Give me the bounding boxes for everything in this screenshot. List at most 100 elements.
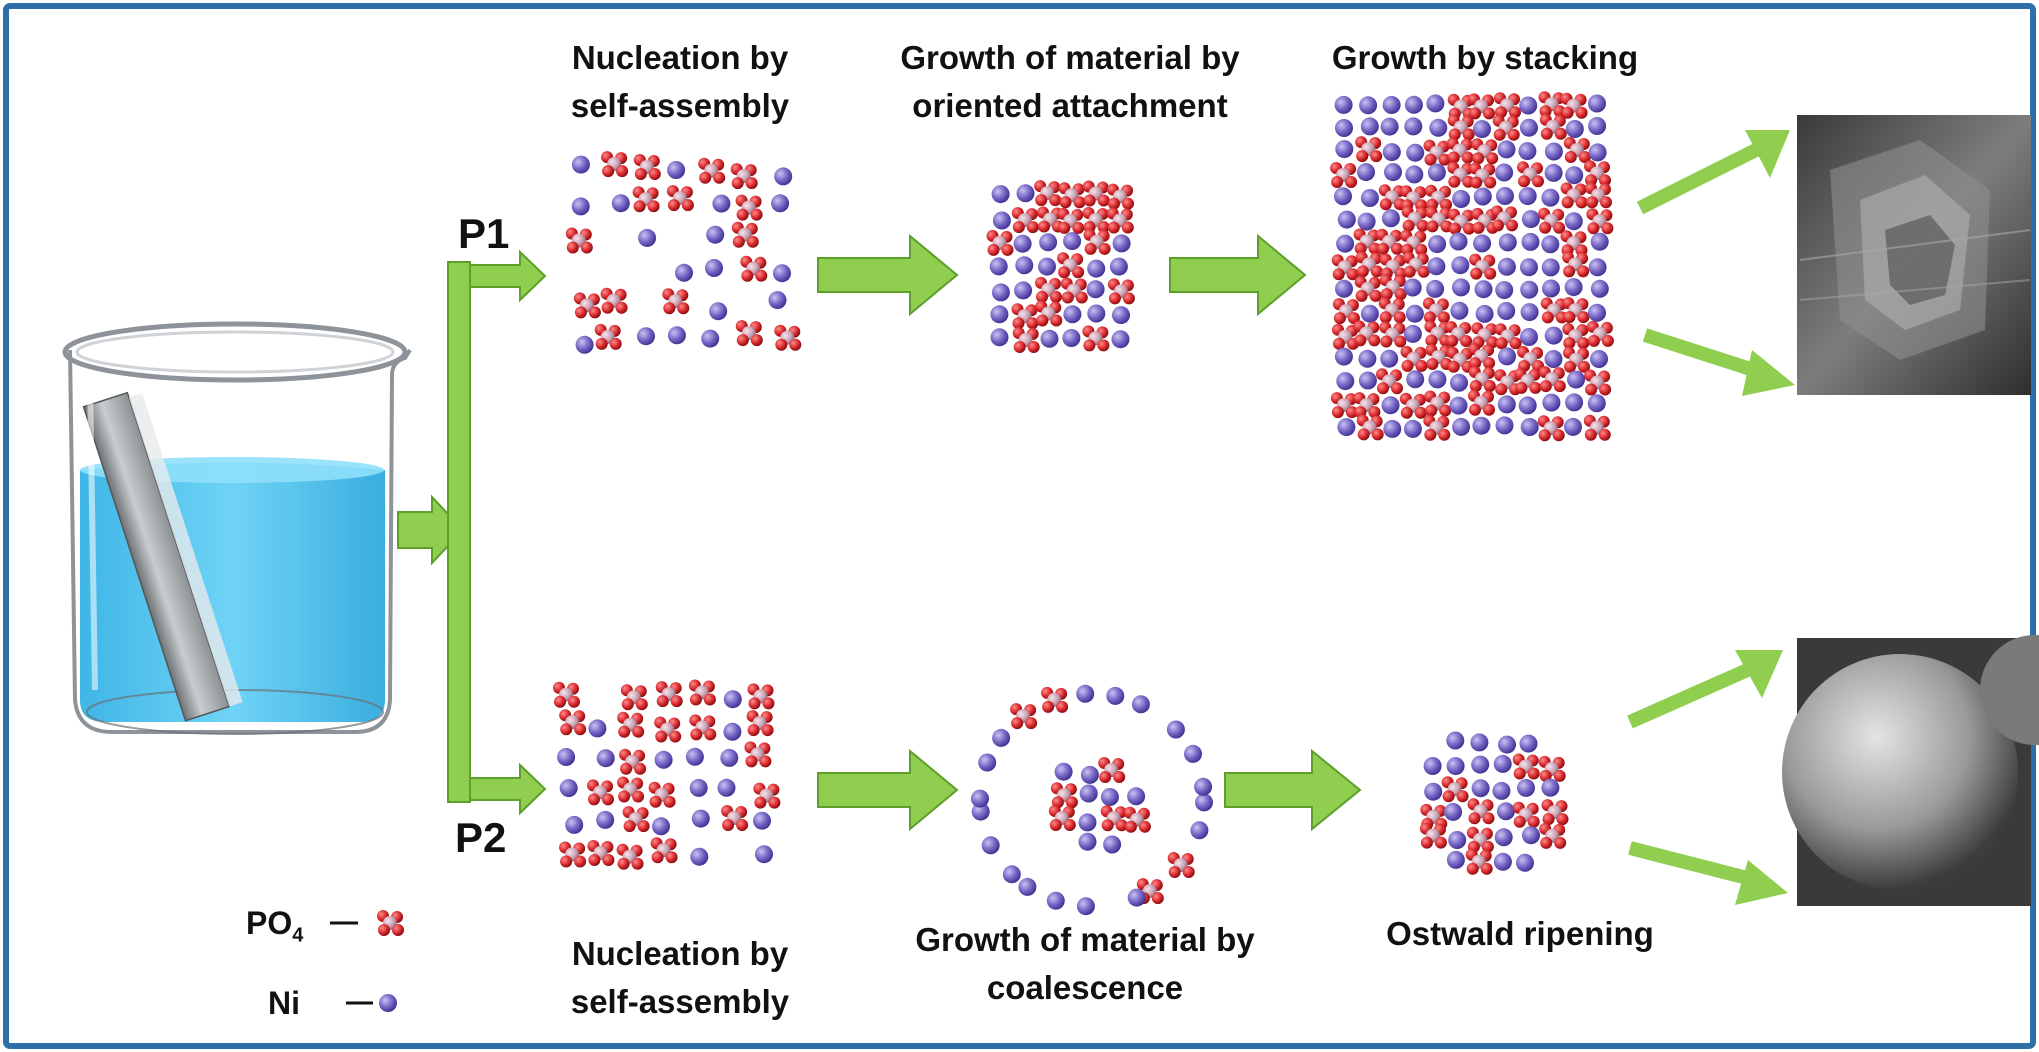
ni-atom bbox=[1565, 166, 1584, 185]
po4-molecule bbox=[1560, 182, 1588, 209]
po4-molecule bbox=[1512, 753, 1540, 780]
p1-branch-arrow bbox=[469, 249, 547, 303]
ni-atom bbox=[1103, 835, 1122, 854]
ni-atom bbox=[1473, 120, 1491, 139]
ni-atom bbox=[1335, 279, 1353, 298]
po4-molecule bbox=[1401, 205, 1429, 232]
ni-atom bbox=[1403, 419, 1422, 438]
ni-atom bbox=[978, 753, 997, 772]
ni-atom bbox=[1063, 232, 1082, 251]
po4-molecule bbox=[1465, 848, 1493, 875]
ni-atom bbox=[1565, 120, 1584, 138]
ni-atom bbox=[1195, 793, 1213, 812]
po4-molecule bbox=[1399, 392, 1427, 419]
ni-atom bbox=[1496, 802, 1515, 821]
po4-molecule bbox=[1423, 414, 1451, 441]
p1-arrow-2 bbox=[1169, 233, 1307, 317]
ni-atom bbox=[588, 719, 607, 738]
po4-molecule bbox=[1355, 251, 1383, 278]
ni-atom bbox=[1520, 258, 1538, 277]
ni-atom bbox=[1015, 256, 1034, 275]
po4-molecule bbox=[1376, 368, 1403, 395]
po4-molecule bbox=[1100, 805, 1128, 832]
p2-path-label: P2 bbox=[455, 814, 507, 861]
po4-molecule bbox=[1041, 686, 1069, 713]
po4-molecule bbox=[1353, 392, 1381, 419]
ni-atom bbox=[990, 305, 1009, 324]
po4-molecule bbox=[1584, 160, 1611, 187]
ni-atom bbox=[1492, 781, 1511, 800]
po4-molecule bbox=[1560, 230, 1588, 257]
po4-molecule bbox=[1057, 207, 1085, 234]
po4-molecule bbox=[1584, 369, 1612, 396]
po4-molecule bbox=[1035, 300, 1063, 327]
ni-atom bbox=[1383, 419, 1402, 438]
ni-atom bbox=[1590, 232, 1609, 251]
ni-atom bbox=[1016, 184, 1035, 203]
ni-atom bbox=[723, 722, 742, 741]
po4-molecule bbox=[747, 683, 775, 710]
po4-molecule bbox=[1492, 114, 1520, 141]
ni-atom bbox=[1337, 418, 1356, 437]
po4-molecule bbox=[689, 714, 717, 741]
ni-atom bbox=[1446, 850, 1465, 869]
po4-molecule bbox=[1167, 852, 1195, 878]
p1-stage3-label: Growth by stacking bbox=[1331, 39, 1639, 76]
po4-molecule bbox=[1494, 92, 1521, 119]
po4-molecule bbox=[565, 227, 593, 254]
po4-molecule bbox=[1402, 251, 1430, 278]
po4-molecule bbox=[740, 255, 768, 282]
ni-atom bbox=[1493, 754, 1512, 773]
po4-molecule bbox=[1538, 366, 1566, 393]
po4-molecule bbox=[1447, 114, 1475, 141]
ni-atom bbox=[1520, 418, 1539, 436]
po4-molecule bbox=[1468, 366, 1496, 392]
cluster-p1-nucleation bbox=[565, 151, 802, 354]
po4-molecule bbox=[650, 837, 678, 864]
po4-molecule bbox=[1563, 137, 1591, 163]
ni-atom bbox=[1517, 778, 1535, 797]
ni-atom bbox=[1448, 831, 1467, 849]
ni-atom bbox=[1498, 233, 1517, 252]
po4-molecule bbox=[1424, 390, 1452, 417]
ni-atom bbox=[667, 326, 686, 345]
ni-atom bbox=[1474, 280, 1493, 299]
po4-molecule bbox=[731, 221, 759, 248]
po4-molecule bbox=[1514, 367, 1542, 394]
po4-molecule bbox=[616, 843, 644, 870]
ni-atom bbox=[1451, 256, 1470, 275]
ni-atom bbox=[1449, 232, 1468, 251]
ni-atom bbox=[654, 750, 673, 769]
ni-atom bbox=[1544, 163, 1563, 182]
ni-atom bbox=[1521, 232, 1540, 251]
po4-molecule bbox=[1562, 251, 1590, 278]
ni-atom bbox=[1111, 330, 1130, 349]
po4-molecule bbox=[1539, 113, 1567, 140]
ni-atom bbox=[1406, 370, 1425, 389]
po4-molecule bbox=[1010, 703, 1038, 730]
ni-atom bbox=[1497, 395, 1516, 414]
po4-molecule bbox=[1419, 822, 1447, 849]
ni-atom bbox=[701, 329, 720, 348]
po4-molecule bbox=[735, 320, 763, 347]
ni-atom bbox=[565, 815, 584, 834]
ni-atom bbox=[1424, 782, 1443, 801]
ni-atom bbox=[1334, 347, 1353, 366]
po4-molecule bbox=[633, 154, 661, 180]
ni-atom bbox=[1587, 394, 1606, 413]
po4-molecule bbox=[1356, 414, 1384, 441]
sem-image-plates bbox=[1782, 115, 2039, 906]
po4-molecule bbox=[1332, 298, 1360, 325]
po4-molecule bbox=[1423, 139, 1451, 166]
ni-atom bbox=[1498, 347, 1516, 366]
po4-molecule bbox=[1562, 323, 1590, 350]
ni-atom bbox=[1062, 329, 1081, 347]
cluster-p2-ostwald-ripening bbox=[1419, 731, 1569, 875]
po4-molecule bbox=[698, 157, 726, 184]
po4-molecule bbox=[619, 748, 647, 775]
ni-atom bbox=[1452, 278, 1470, 297]
ni-atom bbox=[989, 257, 1008, 276]
p2-stage1-label: Nucleation by self-assembly bbox=[570, 935, 790, 1020]
ni-atom bbox=[575, 335, 594, 354]
